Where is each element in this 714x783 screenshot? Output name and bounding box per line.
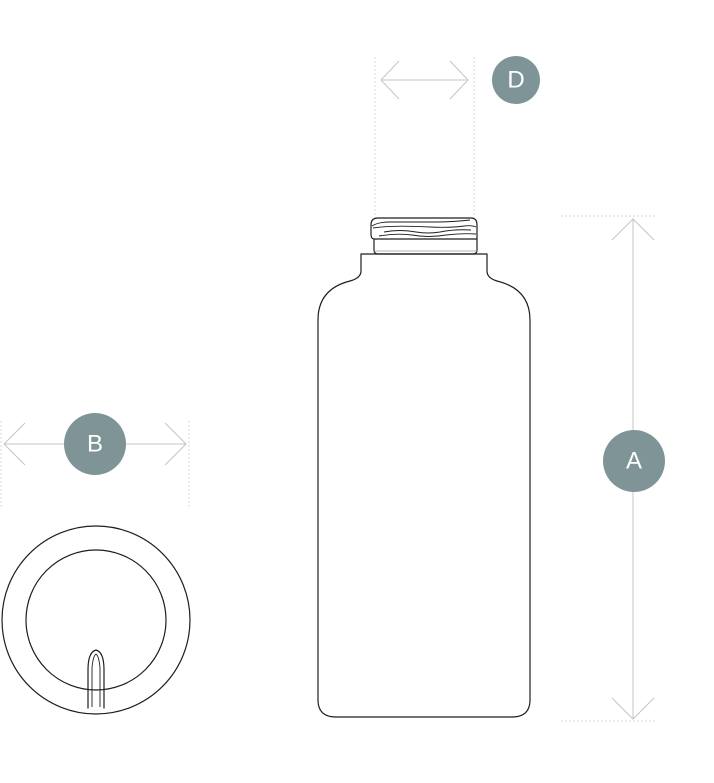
- dimension-d: D: [374, 56, 540, 220]
- badge-d-circle: [492, 56, 540, 104]
- dimension-a: A: [561, 215, 665, 722]
- badge-a-circle: [603, 430, 665, 492]
- badge-d: D: [492, 56, 540, 104]
- thread-detail-1: [91, 653, 97, 707]
- thread-detail-2: [95, 653, 101, 707]
- thread-line-1: [371, 219, 471, 227]
- arrow-right-icon: [449, 60, 469, 100]
- badge-b-circle: [64, 413, 126, 475]
- top-view-thread-start: [87, 649, 105, 709]
- bottle-outline: [317, 253, 531, 718]
- thread-line-2: [372, 225, 477, 229]
- arrow-left-icon: [3, 422, 26, 466]
- arrow-down-icon: [611, 697, 655, 720]
- badge-b: B: [64, 413, 126, 475]
- badge-b-label: B: [87, 431, 103, 458]
- thread-line-4: [378, 233, 477, 237]
- top-view-inner-ring: [25, 549, 167, 691]
- bottle-neck-collar: [373, 238, 478, 255]
- bottle-front-view: [317, 217, 531, 718]
- badge-a-label: A: [626, 448, 642, 475]
- badge-a: A: [603, 430, 665, 492]
- bottle-finish: [370, 217, 478, 240]
- top-view-outer-ring: [1, 525, 191, 715]
- arrow-left-icon: [380, 60, 400, 100]
- arrow-right-icon: [164, 422, 187, 466]
- badge-d-label: D: [507, 67, 524, 94]
- thread-line-3: [383, 229, 472, 234]
- arrow-up-icon: [611, 218, 655, 241]
- bottle-top-view: [1, 525, 191, 715]
- dimension-b: B: [0, 413, 190, 508]
